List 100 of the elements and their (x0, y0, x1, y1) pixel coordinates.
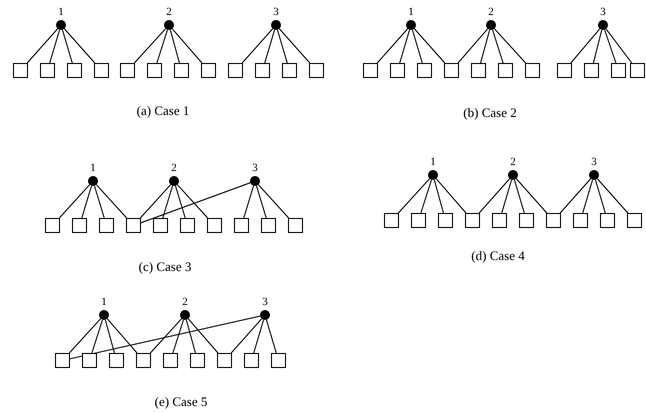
square-node (217, 353, 232, 368)
square-node (136, 353, 151, 368)
square-node (228, 63, 243, 78)
square-node (244, 353, 259, 368)
square-node (207, 218, 222, 233)
square-node (384, 213, 399, 228)
square-node (525, 63, 540, 78)
connector-line (134, 28, 166, 64)
connector-line (436, 178, 466, 214)
square-node (99, 218, 114, 233)
vertex-dot (99, 310, 109, 320)
connector-line (258, 184, 290, 218)
panel-caption: (e) Case 5 (154, 395, 208, 409)
connector-line (94, 185, 105, 218)
square-node (163, 353, 178, 368)
vertex-number: 2 (181, 297, 189, 308)
connector-line (104, 319, 115, 354)
vertex-number: 1 (89, 163, 97, 174)
connector-line (266, 319, 277, 354)
connector-line (140, 182, 251, 224)
square-node (584, 63, 599, 78)
panel-caption: (d) Case 4 (471, 249, 525, 263)
vertex-dot (598, 20, 608, 30)
panel-caption: (a) Case 1 (136, 104, 190, 118)
connector-line (81, 185, 92, 218)
square-node (363, 63, 378, 78)
vertex-dot (250, 176, 260, 186)
square-node (190, 353, 205, 368)
square-node (72, 218, 87, 233)
connector-line (594, 179, 606, 214)
connector-line (188, 318, 218, 354)
panel-caption: (c) Case 3 (138, 260, 192, 274)
square-node (573, 213, 588, 228)
connector-line (570, 28, 600, 64)
square-node (411, 213, 426, 228)
square-node (557, 63, 572, 78)
connector-line (480, 29, 490, 64)
square-node (519, 213, 534, 228)
connector-line (592, 29, 602, 64)
connector-line (412, 29, 423, 64)
square-node (67, 63, 82, 78)
vertex-dot (260, 310, 270, 320)
connector-line (106, 318, 138, 354)
connector-line (62, 29, 73, 64)
connector-line (140, 184, 172, 218)
square-node (417, 63, 432, 78)
square-node (282, 63, 297, 78)
vertex-dot (406, 20, 416, 30)
square-node (288, 218, 303, 233)
connector-line (186, 319, 196, 354)
vertex-dot (56, 20, 66, 30)
connector-line (276, 29, 288, 64)
square-node (234, 218, 249, 233)
connector-line (604, 29, 616, 64)
vertex-dot (486, 20, 496, 30)
connector-line (434, 179, 444, 214)
square-node (45, 218, 60, 233)
connector-line (398, 178, 430, 214)
connector-line (26, 28, 58, 64)
square-node (390, 63, 405, 78)
connector-line (606, 28, 632, 64)
square-node (471, 63, 486, 78)
connector-line (243, 185, 254, 218)
square-node (94, 63, 109, 78)
connector-line (278, 28, 310, 64)
connector-line (68, 318, 102, 354)
vertex-number: 3 (261, 297, 269, 308)
vertex-number: 1 (100, 297, 108, 308)
connector-line (492, 29, 504, 64)
square-node (13, 63, 28, 78)
vertex-number: 2 (165, 7, 173, 18)
connector-line (49, 29, 60, 64)
connector-line (478, 178, 510, 214)
connector-line (170, 29, 180, 64)
square-node (109, 353, 124, 368)
vertex-dot (164, 20, 174, 30)
connector-line (230, 318, 262, 354)
connector-line (150, 318, 182, 354)
connector-line (596, 178, 628, 214)
square-node (271, 353, 286, 368)
square-node (444, 63, 459, 78)
connector-line (172, 319, 184, 354)
square-node (309, 63, 324, 78)
vertex-dot (180, 310, 190, 320)
connector-line (176, 184, 208, 218)
connector-line (162, 185, 174, 218)
square-node (174, 63, 189, 78)
connector-line (174, 185, 186, 218)
connector-line (96, 184, 128, 218)
vertex-dot (589, 170, 599, 180)
square-node (82, 353, 97, 368)
square-node (546, 213, 561, 228)
vertex-dot (88, 176, 98, 186)
square-node (201, 63, 216, 78)
square-node (630, 63, 645, 78)
connector-line (376, 28, 408, 64)
vertex-number: 3 (599, 7, 607, 18)
vertex-number: 1 (407, 7, 415, 18)
connector-line (414, 28, 446, 64)
square-node (153, 218, 168, 233)
